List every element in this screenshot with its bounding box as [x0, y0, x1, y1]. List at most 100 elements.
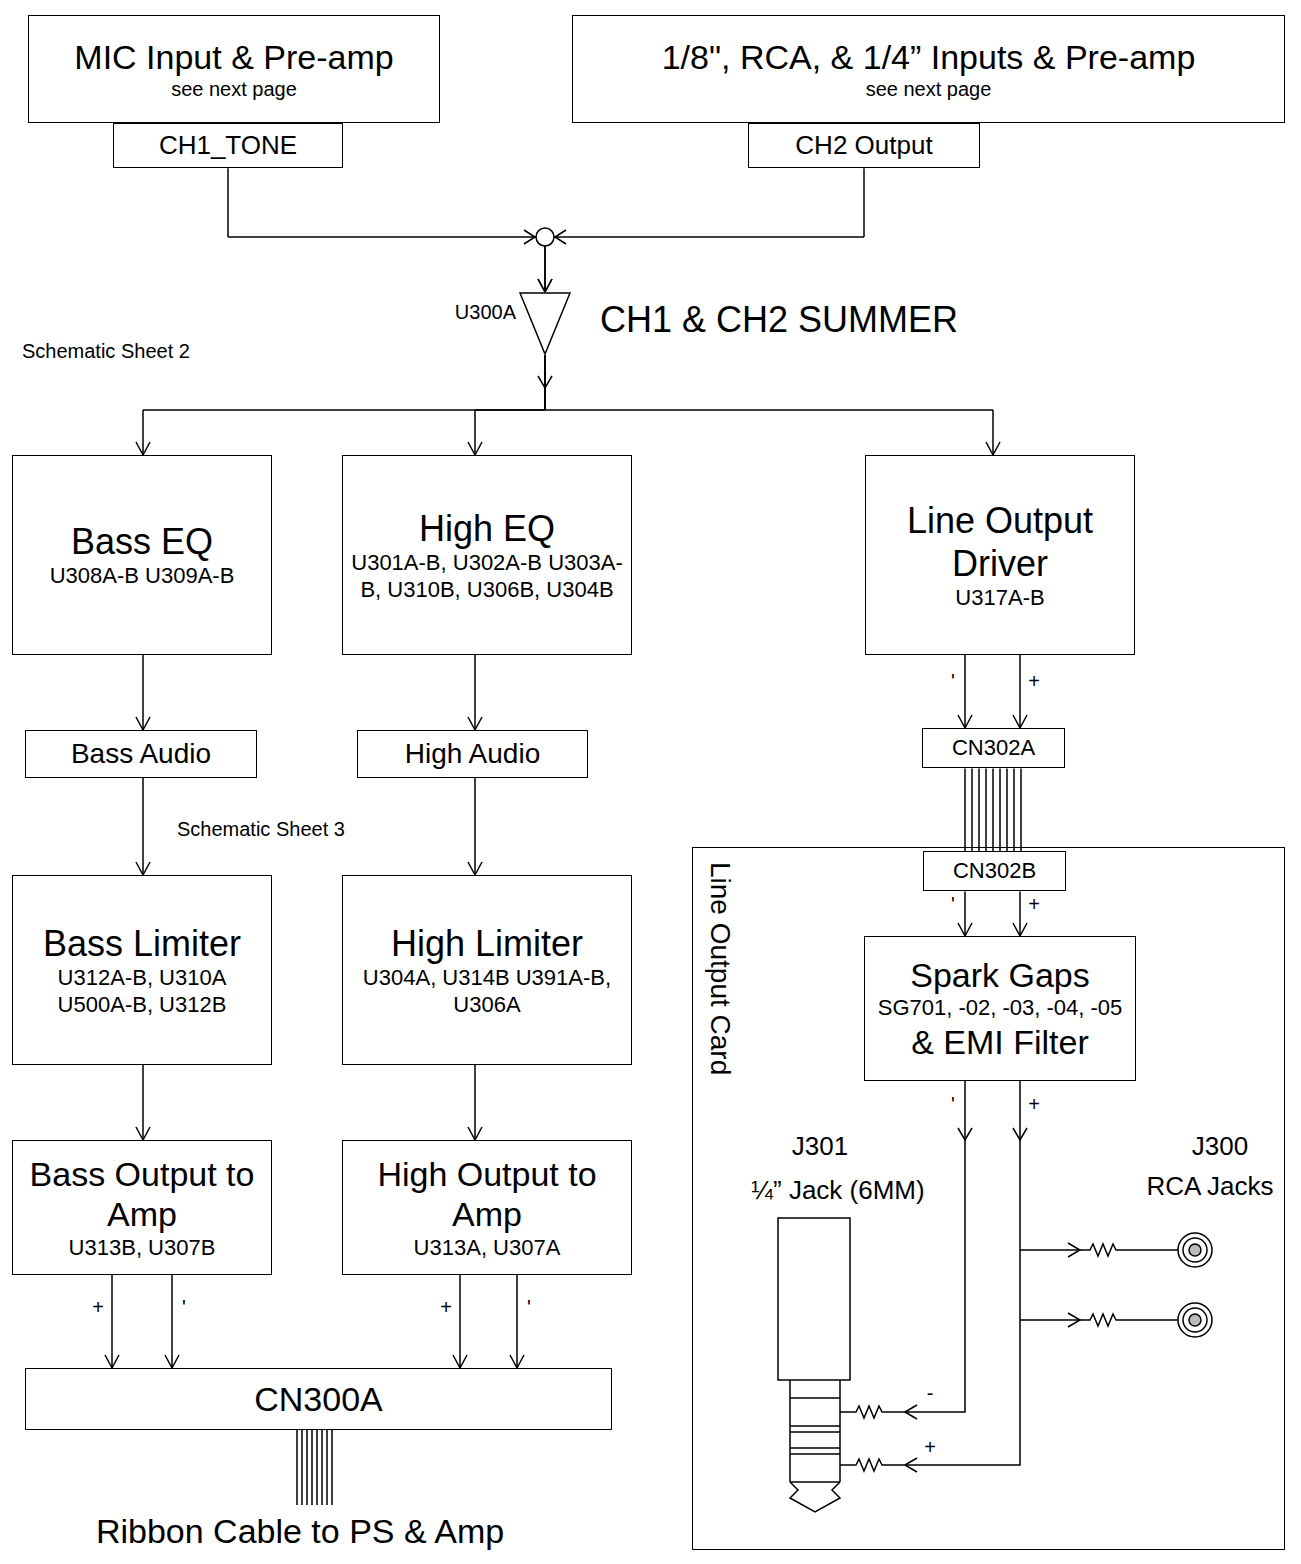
- arrow-head: [1020, 715, 1027, 728]
- part-list: U312A-B, U310A U500A-B, U312B: [21, 965, 263, 1018]
- part-list: U304A, U314B U391A-B, U306A: [351, 965, 623, 1018]
- arrow-head: [993, 442, 1000, 455]
- connector-line: [143, 409, 545, 411]
- arrow-head: [143, 442, 150, 455]
- connector-line: [142, 778, 144, 875]
- part-list: U308A-B U309A-B: [50, 563, 235, 589]
- connector-box: CN302A: [922, 728, 1065, 768]
- signal-arrow: [538, 168, 864, 292]
- arrow-head: [475, 717, 482, 730]
- arrow-head: [965, 715, 972, 728]
- polarity-mark: +: [1026, 1093, 1042, 1116]
- arrow-head: [475, 862, 482, 875]
- limiter-box: Bass LimiterU312A-B, U310A U500A-B, U312…: [12, 875, 272, 1065]
- ribbon-cable: [297, 1430, 332, 1505]
- ribbon-wire: [971, 768, 973, 851]
- connector-line: [544, 355, 546, 410]
- arrow-head: [475, 1127, 482, 1140]
- connector-line: [544, 355, 546, 410]
- polarity-mark: +: [1026, 670, 1042, 693]
- wire: [905, 1080, 965, 1412]
- resistor-symbol: [1080, 1244, 1178, 1256]
- signal-arrow: [136, 778, 150, 875]
- connector-line: [474, 778, 476, 875]
- sheet-note: Schematic Sheet 3: [175, 818, 347, 841]
- arrow-head: [905, 1405, 917, 1472]
- arrow-head: [105, 1355, 112, 1368]
- signal-arrow: [228, 168, 552, 292]
- summer-amp: U300ACH1 & CH2 SUMMER: [440, 292, 1000, 355]
- ribbon-wire: [992, 768, 994, 851]
- ribbon-wire: [999, 768, 1001, 851]
- arrow-head: [136, 1127, 143, 1140]
- connector-line: [474, 410, 476, 455]
- arrow-head: [165, 1355, 172, 1368]
- arrow-head: [468, 442, 475, 455]
- wire: [1020, 1250, 1080, 1320]
- connector-box: CN300A: [25, 1368, 612, 1430]
- ribbon-wire: [978, 768, 980, 851]
- polarity-mark: ': [525, 1296, 533, 1319]
- ribbon-wire: [985, 768, 987, 851]
- ribbon-wire: [1006, 768, 1008, 851]
- connector-line: [474, 655, 476, 730]
- connector-line: [111, 1275, 113, 1368]
- output-box: High Output to AmpU313A, U307A: [342, 1140, 632, 1275]
- polarity-mark: ': [949, 670, 957, 693]
- arrow-head: [538, 279, 545, 292]
- block-title: Spark Gaps: [910, 955, 1090, 996]
- quarter-inch-jack: [778, 1218, 850, 1512]
- signal-arrow: [468, 355, 545, 455]
- arrow-head: [468, 1127, 475, 1140]
- arrow-head: [524, 230, 535, 244]
- connector-line: [142, 655, 144, 730]
- part-list: U313A, U307A: [414, 1235, 561, 1261]
- signal-arrow: [165, 1275, 179, 1368]
- signal-arrow: [136, 355, 545, 455]
- connector-line: [227, 168, 229, 237]
- signal-tab: Bass Audio: [25, 730, 257, 778]
- block-title: CH2 Output: [795, 130, 932, 161]
- connector-line: [228, 236, 545, 238]
- arrow-head: [136, 862, 143, 875]
- signal-arrow: [105, 1275, 119, 1368]
- connector-line: [545, 409, 993, 411]
- arrow-head: [538, 376, 552, 388]
- summing-junction: [536, 228, 554, 246]
- arrow-head: [1020, 923, 1027, 936]
- block-title: MIC Input & Pre-amp: [74, 37, 393, 78]
- arrow-head: [136, 717, 143, 730]
- amplifier-triangle: [519, 292, 571, 356]
- polarity-mark: ': [180, 1296, 188, 1319]
- arrow-head: [143, 1127, 150, 1140]
- connector-line: [142, 1065, 144, 1140]
- arrow-head: [453, 1355, 460, 1368]
- part-list: U317A-B: [955, 585, 1044, 611]
- block-title: Bass Audio: [71, 737, 211, 771]
- signal-arrow: [1013, 655, 1027, 728]
- signal-arrow: [468, 778, 482, 875]
- arrow-head: [545, 279, 552, 292]
- signal-arrow: [545, 355, 1000, 455]
- arrow-head: [112, 1355, 119, 1368]
- connector-line: [992, 410, 994, 455]
- arrow-head: [1013, 923, 1020, 936]
- connector-box: CN302B: [923, 851, 1066, 891]
- input-box: MIC Input & Pre-ampsee next page: [28, 15, 440, 123]
- part-ref: J301: [790, 1132, 850, 1162]
- block-title: Bass EQ: [71, 520, 213, 563]
- block-title: High Limiter: [391, 922, 583, 965]
- arrow-head: [510, 1355, 517, 1368]
- signal-arrow: [136, 1065, 150, 1140]
- signal-arrow: [468, 1065, 482, 1140]
- rca-jack: [1178, 1233, 1212, 1267]
- part-list: see next page: [866, 77, 992, 101]
- card-title: Line Output Card: [703, 862, 737, 1075]
- signal-tab: CH1_TONE: [113, 123, 343, 168]
- part-list: U313B, U307B: [69, 1235, 216, 1261]
- rca-jack: [1178, 1303, 1212, 1337]
- resistor-symbol: [1080, 1314, 1178, 1326]
